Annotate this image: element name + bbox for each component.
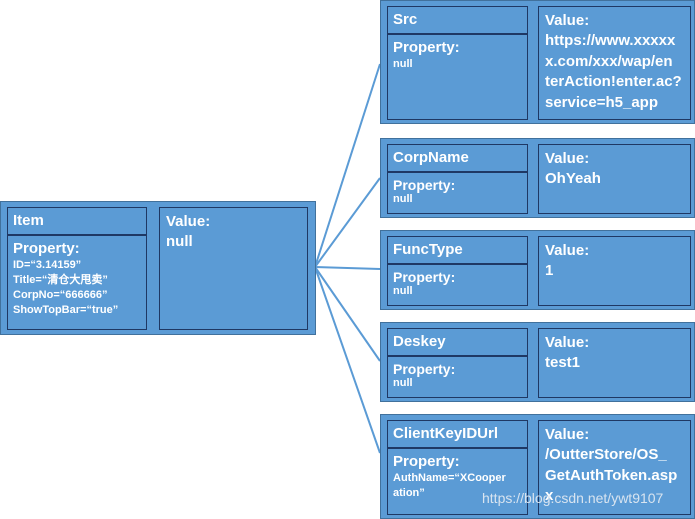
item-property-line: Title=“清仓大甩卖”: [13, 274, 108, 286]
child-node-corpname: CorpName Property: null Value: OhYeah: [380, 138, 695, 218]
item-property-line: CorpNo=“666666”: [13, 289, 108, 301]
child-name-cell: CorpName: [387, 144, 528, 172]
child-value-cell: Value: test1: [538, 328, 691, 398]
child-property-label: Property:: [393, 177, 456, 193]
child-property-label: Property:: [393, 453, 460, 470]
child-node-src: Src Property: null Value: https://www.xx…: [380, 0, 695, 124]
item-value-line: null: [166, 233, 193, 250]
item-value-label: Value:: [166, 213, 211, 230]
child-name: Deskey: [393, 333, 446, 350]
child-value-line: test1: [545, 354, 581, 371]
child-name-cell: Src: [387, 6, 528, 34]
child-value-label: Value:: [545, 242, 590, 259]
connector-src: [314, 63, 381, 268]
child-property-line: null: [393, 58, 413, 70]
child-property-cell: Property: null: [387, 356, 528, 398]
child-name: FuncType: [393, 241, 463, 258]
child-value-label: Value:: [545, 150, 590, 167]
item-name-cell: Item: [7, 207, 147, 235]
connector-functype: [314, 266, 381, 270]
child-property-cell: Property: null: [387, 172, 528, 214]
child-node-deskey: Deskey Property: null Value: test1: [380, 322, 695, 402]
child-value-line: 1: [545, 262, 554, 279]
connector-corpname: [314, 177, 381, 268]
watermark-text: https://blog.csdn.net/ywt9107: [482, 490, 664, 506]
item-property-cell: Property: ID=“3.14159” Title=“清仓大甩卖” Cor…: [7, 235, 147, 330]
child-property-label: Property:: [393, 361, 456, 377]
item-node: Item Property: ID=“3.14159” Title=“清仓大甩卖…: [0, 201, 316, 335]
item-property-line: ID=“3.14159”: [13, 259, 82, 271]
child-property-line: AuthName=“XCooper: [393, 472, 506, 484]
child-property-label: Property:: [393, 269, 456, 285]
child-value-line: service=h5_app: [545, 93, 658, 111]
child-value-line: OhYeah: [545, 170, 601, 187]
child-name-cell: FuncType: [387, 236, 528, 264]
child-property-cell: Property: null: [387, 264, 528, 306]
child-value-cell: Value: /OutterStore/OS_ GetAuthToken.asp…: [538, 420, 691, 515]
child-property-line: null: [393, 193, 413, 205]
child-property-cell: Property: null: [387, 34, 528, 120]
child-property-label: Property:: [393, 39, 460, 56]
child-name: Src: [393, 11, 418, 28]
child-name-cell: ClientKeyIDUrl: [387, 420, 528, 448]
child-value-line: GetAuthToken.asp: [545, 466, 678, 484]
child-name: CorpName: [393, 149, 469, 166]
child-value-label: Value:: [545, 426, 590, 443]
child-value-line: /OutterStore/OS_: [545, 446, 667, 463]
child-value-label: Value:: [545, 334, 590, 351]
child-property-line: null: [393, 377, 413, 389]
child-name-cell: Deskey: [387, 328, 528, 356]
child-node-functype: FuncType Property: null Value: 1: [380, 230, 695, 310]
child-property-line: null: [393, 285, 413, 297]
child-property-cell: Property: AuthName=“XCooper ation”: [387, 448, 528, 515]
child-name: ClientKeyIDUrl: [393, 425, 499, 442]
item-value-cell: Value: null: [159, 207, 308, 330]
child-value-cell: Value: https://www.xxxxx x.com/xxx/wap/e…: [538, 6, 691, 120]
item-property-line: ShowTopBar=“true”: [13, 304, 119, 316]
connector-deskey: [314, 266, 381, 362]
item-name: Item: [13, 212, 44, 229]
child-value-line: x.com/xxx/wap/en: [545, 52, 673, 70]
connector-clientkeyidurl: [314, 266, 381, 454]
child-value-cell: Value: OhYeah: [538, 144, 691, 214]
child-value-line: x: [545, 487, 554, 504]
child-value-line: terAction!enter.ac?: [545, 73, 682, 90]
child-value-line: https://www.xxxxx: [545, 32, 676, 49]
child-node-clientkeyidurl: ClientKeyIDUrl Property: AuthName=“XCoop…: [380, 414, 695, 519]
item-property-label: Property:: [13, 240, 80, 257]
child-value-label: Value:: [545, 12, 590, 29]
child-property-line: ation”: [393, 487, 425, 499]
child-value-cell: Value: 1: [538, 236, 691, 306]
